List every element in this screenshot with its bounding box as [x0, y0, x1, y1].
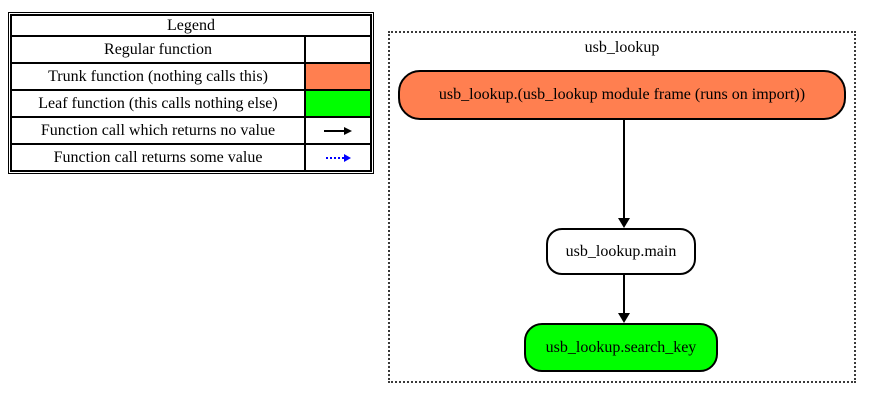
edge-main-to-search-key — [617, 275, 631, 323]
arrowhead-icon — [618, 218, 630, 228]
legend-row-call-some-value: Function call returns some value — [10, 143, 372, 172]
node-module-frame: usb_lookup.(usb_lookup module frame (run… — [398, 70, 846, 120]
legend-label-leaf: Leaf function (this calls nothing else) — [10, 89, 306, 118]
legend-label-call-some-value: Function call returns some value — [10, 143, 306, 172]
trunk-function-swatch — [304, 62, 372, 91]
solid-arrow-icon — [324, 126, 352, 135]
legend-table: Legend Regular function Trunk function (… — [8, 12, 374, 174]
legend-row-leaf: Leaf function (this calls nothing else) — [10, 89, 372, 118]
legend-row-regular: Regular function — [10, 35, 372, 64]
legend-title: Legend — [10, 14, 372, 37]
legend-label-trunk: Trunk function (nothing calls this) — [10, 62, 306, 91]
node-main: usb_lookup.main — [546, 228, 696, 275]
leaf-function-swatch — [304, 89, 372, 118]
node-search-key: usb_lookup.search_key — [524, 323, 718, 372]
legend-label-regular: Regular function — [10, 35, 306, 64]
legend-row-call-no-value: Function call which returns no value — [10, 116, 372, 145]
edge-module-frame-to-main — [617, 120, 631, 228]
legend-row-trunk: Trunk function (nothing calls this) — [10, 62, 372, 91]
solid-arrow-swatch — [304, 116, 372, 145]
dotted-arrow-icon — [325, 153, 351, 162]
cluster-usb-lookup: usb_lookup usb_lookup.(usb_lookup module… — [388, 31, 856, 383]
dotted-arrow-swatch — [304, 143, 372, 172]
regular-function-swatch — [304, 35, 372, 64]
arrowhead-icon — [618, 313, 630, 323]
cluster-label: usb_lookup — [584, 39, 660, 56]
legend-label-call-no-value: Function call which returns no value — [10, 116, 306, 145]
